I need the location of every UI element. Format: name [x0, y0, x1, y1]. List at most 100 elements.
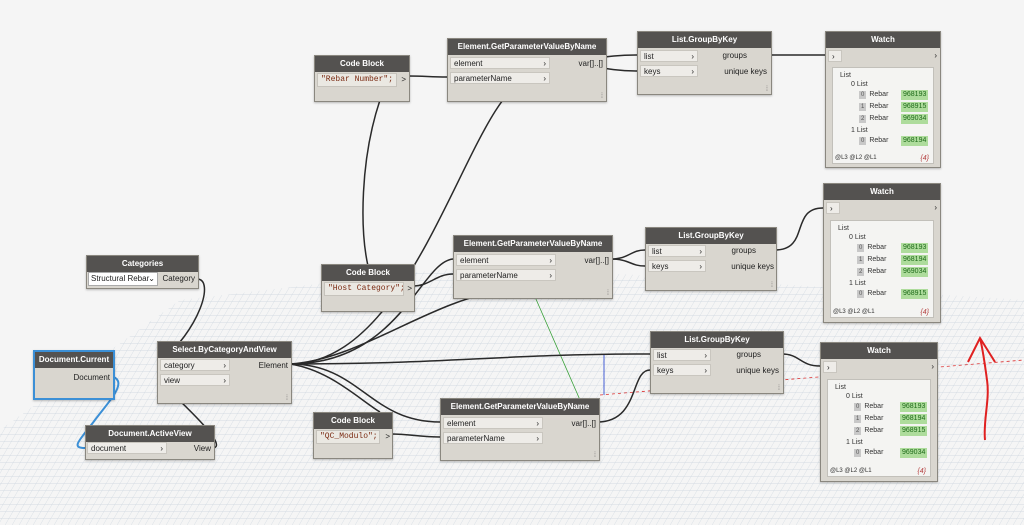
output-port[interactable]: var[]..[]	[584, 256, 609, 265]
item-value: 968194	[900, 414, 928, 424]
get-parameter-node-1[interactable]: Element.GetParameterValueByName element›…	[447, 38, 607, 102]
item-index: 1	[859, 103, 867, 111]
item-label: Rebar	[869, 115, 889, 122]
node-title: Element.GetParameterValueByName	[454, 236, 612, 252]
wire-cb1-down	[362, 99, 381, 267]
port-label: document	[91, 444, 127, 453]
input-port-view[interactable]: view›	[160, 374, 230, 386]
code-block-host-category[interactable]: Code Block "Host Category"; >	[321, 264, 415, 312]
input-port-parametername[interactable]: parameterName›	[456, 269, 556, 281]
wire-gk3-w3	[781, 353, 821, 367]
lacing-icon: ⁞	[594, 452, 596, 459]
output-port-unique-keys[interactable]: unique keys	[731, 262, 774, 271]
port-label: keys	[644, 67, 661, 76]
node-title: Document.ActiveView	[86, 426, 214, 442]
wire-elem-gk3-list	[289, 353, 651, 365]
input-port-keys[interactable]: keys›	[640, 65, 698, 77]
input-port-element[interactable]: element›	[443, 417, 543, 429]
output-port[interactable]: var[]..[]	[571, 419, 596, 428]
input-port-parametername[interactable]: parameterName›	[450, 72, 550, 84]
input-port-keys[interactable]: keys›	[653, 364, 711, 376]
output-port[interactable]: >	[407, 284, 412, 293]
document-activeview-node[interactable]: Document.ActiveView document› View	[85, 425, 215, 460]
level-indicator: @L3 @L2 @L1	[830, 468, 872, 474]
code-input[interactable]: "Rebar Number";	[317, 73, 397, 87]
dropdown-value: Structural Rebar	[91, 274, 150, 283]
input-port-list[interactable]: list›	[653, 349, 711, 361]
output-port-element[interactable]: Element	[258, 361, 288, 370]
item-label: Rebar	[867, 256, 887, 263]
item-value: 969034	[901, 114, 929, 124]
node-title: List.GroupByKey	[646, 228, 776, 244]
watch-output-port[interactable]: ›	[934, 51, 937, 60]
document-current-node[interactable]: Document.Current Document	[33, 350, 115, 400]
code-block-rebar-number[interactable]: Code Block "Rebar Number"; >	[314, 55, 410, 102]
code-block-qc-modulo[interactable]: Code Block "QC_Modulo"; >	[313, 412, 393, 459]
get-parameter-node-3[interactable]: Element.GetParameterValueByName element›…	[440, 398, 600, 461]
input-port-element[interactable]: element›	[456, 254, 556, 266]
input-port-keys[interactable]: keys›	[648, 260, 706, 272]
code-input[interactable]: "QC_Modulo";	[316, 430, 380, 444]
group-by-key-node-3[interactable]: List.GroupByKey list› keys› groups uniqu…	[650, 331, 784, 394]
output-port-unique-keys[interactable]: unique keys	[724, 67, 767, 76]
output-port[interactable]: var[]..[]	[578, 59, 603, 68]
node-title: Categories	[87, 256, 198, 272]
input-port-document[interactable]: document›	[87, 442, 167, 454]
item-label: Rebar	[864, 415, 884, 422]
select-by-category-and-view-node[interactable]: Select.ByCategoryAndView category› view›…	[157, 341, 292, 404]
item-index: 2	[859, 115, 867, 123]
input-port-category[interactable]: category›	[160, 359, 230, 371]
item-label: Rebar	[867, 268, 887, 275]
wire-cb1-gp1	[407, 75, 448, 78]
watch-input-port[interactable]: ›	[828, 50, 842, 62]
watch-input-port[interactable]: ›	[826, 202, 840, 214]
watch-output-port[interactable]: ›	[934, 203, 937, 212]
item-value: 969034	[901, 267, 929, 277]
output-port-view[interactable]: View	[193, 444, 211, 453]
tree-root: List	[838, 225, 849, 232]
node-title: Code Block	[314, 413, 392, 429]
input-port-element[interactable]: element›	[450, 57, 550, 69]
group-by-key-node-2[interactable]: List.GroupByKey list› keys› groups uniqu…	[645, 227, 777, 291]
item-count: {4}	[920, 309, 929, 316]
output-port-document[interactable]: Document	[73, 373, 110, 382]
input-port-list[interactable]: list›	[648, 245, 706, 257]
output-port[interactable]: >	[401, 75, 406, 84]
item-value: 968194	[901, 255, 929, 265]
get-parameter-node-2[interactable]: Element.GetParameterValueByName element›…	[453, 235, 613, 299]
watch-input-port[interactable]: ›	[823, 361, 837, 373]
input-port-parametername[interactable]: parameterName›	[443, 432, 543, 444]
input-port-list[interactable]: list›	[640, 50, 698, 62]
code-input[interactable]: "Host Category";	[324, 282, 405, 296]
output-port-groups[interactable]: groups	[736, 350, 761, 359]
node-title: Watch	[826, 32, 940, 48]
node-title: Element.GetParameterValueByName	[448, 39, 606, 55]
port-label: keys	[657, 366, 674, 375]
node-title: Watch	[821, 343, 937, 359]
item-value: 968194	[901, 136, 929, 146]
annotation-arrow	[967, 335, 996, 441]
category-dropdown[interactable]: Structural Rebar⌄	[88, 272, 158, 286]
watch-output-port[interactable]: ›	[931, 362, 934, 371]
item-value: 968915	[900, 426, 928, 436]
output-port-unique-keys[interactable]: unique keys	[736, 366, 779, 375]
output-port-groups[interactable]: groups	[722, 51, 747, 60]
group-by-key-node-1[interactable]: List.GroupByKey list› keys› groups uniqu…	[637, 31, 772, 95]
wire-gp2-gk2-list	[609, 249, 646, 260]
output-port-groups[interactable]: groups	[731, 246, 756, 255]
item-count: {4}	[920, 155, 929, 162]
output-port-category[interactable]: Category	[162, 274, 195, 283]
item-value: 968193	[900, 402, 928, 412]
output-port[interactable]: >	[385, 432, 390, 441]
categories-node[interactable]: Categories Structural Rebar⌄ Category	[86, 255, 199, 289]
